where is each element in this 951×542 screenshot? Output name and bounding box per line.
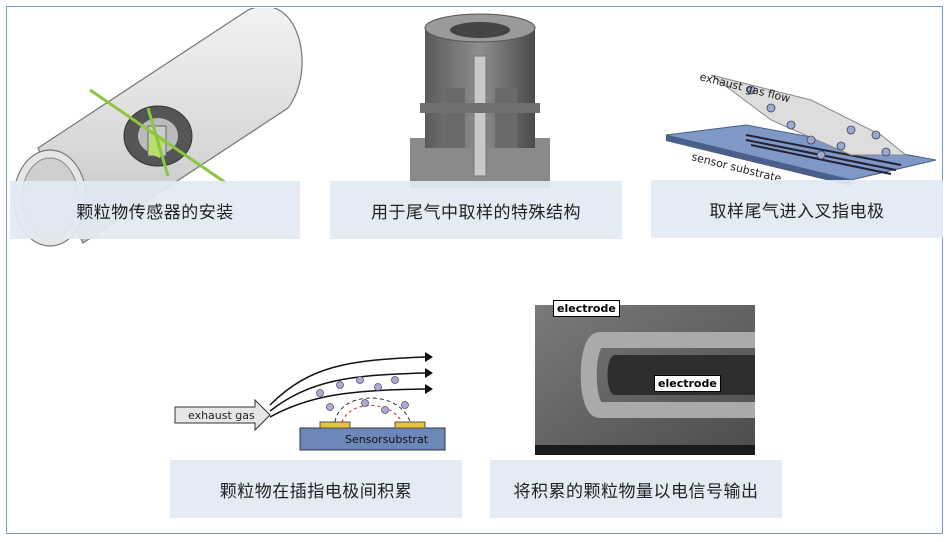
- caption-electrical-signal: 将积累的颗粒物量以电信号输出: [490, 460, 782, 518]
- electrode-label-middle: electrode: [654, 375, 721, 392]
- panel-electrical-signal: electrode electrode 将积累的颗粒物量以电信号输出: [490, 295, 782, 523]
- exhaust-gas-label: exhaust gas: [188, 409, 255, 422]
- interdigital-electrode-illustration: exhaust gas flow sensor substrate: [665, 70, 937, 186]
- panel-sampling-structure: 用于尾气中取样的特殊结构: [330, 8, 622, 243]
- caption-particle-accumulation: 颗粒物在插指电极间积累: [170, 460, 462, 518]
- panel-interdigital-electrode: exhaust gas flow sensor substrate 取样尾气进入…: [651, 60, 943, 242]
- particle-accumulation-illustration: exhaust gas Sensorsubstrat: [174, 352, 446, 451]
- panel-particle-accumulation: exhaust gas Sensorsubstrat 颗粒物在插指电极间积累: [170, 345, 462, 523]
- sensorsubstrat-label: Sensorsubstrat: [345, 433, 429, 446]
- sem-electrode-image: [535, 305, 755, 455]
- electrode-label-top: electrode: [553, 300, 620, 317]
- caption-interdigital-electrode: 取样尾气进入叉指电极: [651, 180, 943, 238]
- caption-sampling-structure: 用于尾气中取样的特殊结构: [330, 181, 622, 239]
- panel-sensor-installation: 颗粒物传感器的安装: [8, 8, 308, 258]
- caption-sensor-installation: 颗粒物传感器的安装: [10, 181, 300, 239]
- sampling-structure-illustration: [410, 13, 550, 188]
